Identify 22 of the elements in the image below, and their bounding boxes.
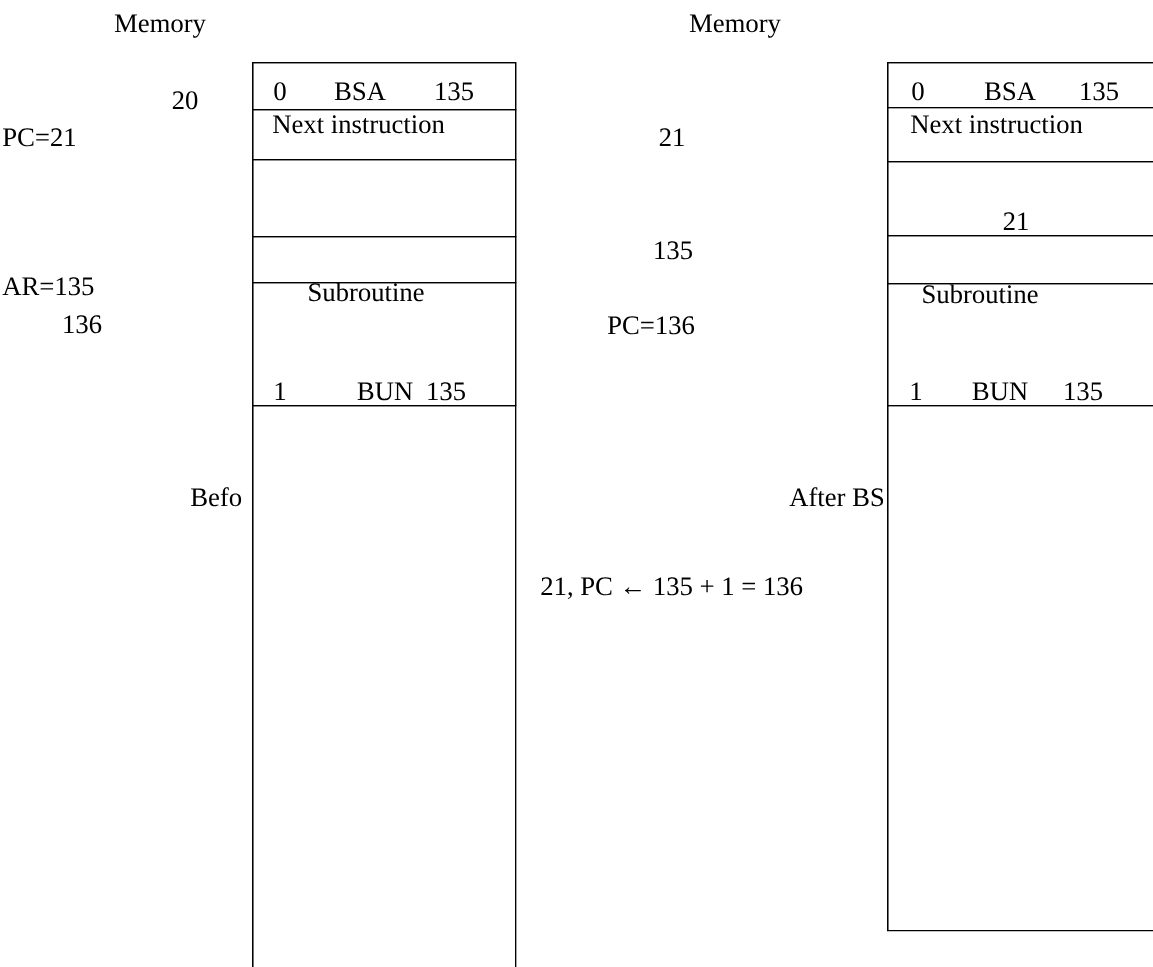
label-text: 20 xyxy=(172,91,198,110)
label-text: 136 xyxy=(64,315,102,334)
label-text: AR=135 xyxy=(2,277,94,296)
memory-cell xyxy=(252,405,517,967)
memory-cell: 0 BSA 135 xyxy=(252,62,517,111)
memory-cell: Subroutine 1 BUN 135 xyxy=(887,283,1153,407)
label-text: Memory xyxy=(689,14,781,38)
label-text: PC=21 xyxy=(3,128,75,147)
memory-cell xyxy=(887,405,1153,932)
label-text: 21, PC ← 135 + 1 = 136 xyxy=(541,577,803,600)
label-text: PC=136 xyxy=(607,316,695,335)
memory-cell: 0 BSA 135 xyxy=(887,62,1153,109)
memory-cell xyxy=(887,235,1153,285)
memory-cell: 21 xyxy=(887,161,1153,237)
memory-cell: Subroutine 1 BUN 135 xyxy=(252,282,517,407)
memory-cell xyxy=(252,236,517,284)
memory-cell: Next instruction xyxy=(887,107,1153,163)
label-text: Memory xyxy=(114,14,206,38)
memory-cell xyxy=(252,159,517,238)
memory-cell: Next instruction xyxy=(252,109,517,161)
label-text: 135 xyxy=(655,241,692,260)
label-text: 21 xyxy=(659,128,684,146)
